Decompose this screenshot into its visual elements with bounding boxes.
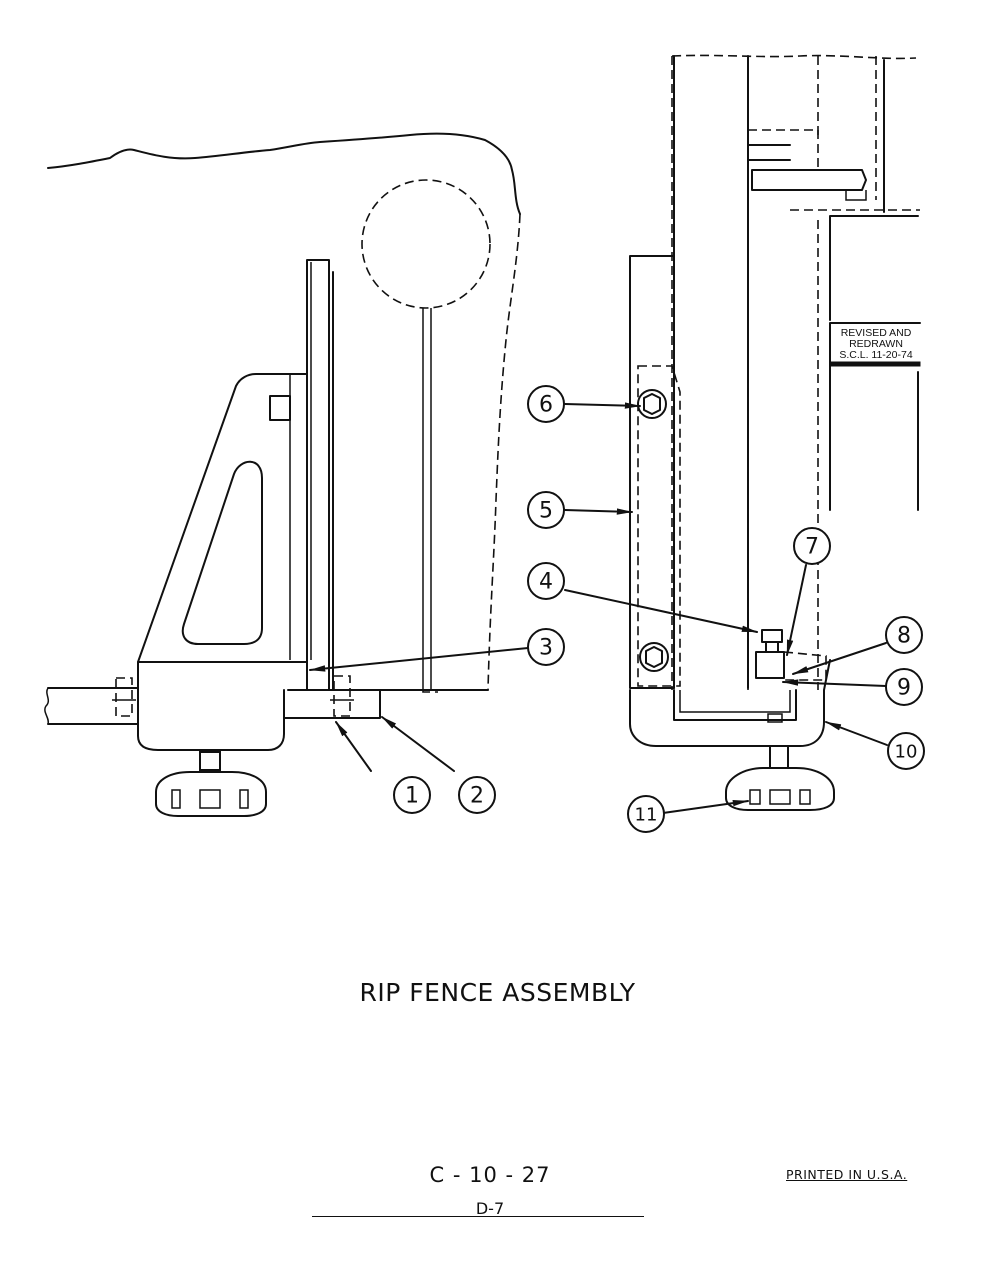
fence-front-plate (629, 255, 675, 689)
knob-stem-right (769, 745, 789, 769)
callout-5-circle (527, 491, 565, 529)
callout-3-label: 3 (539, 636, 553, 661)
clamp-block-hidden (783, 651, 827, 681)
blade-outline (361, 179, 491, 309)
callout-11: 11 (627, 795, 665, 833)
clamp-screw-tip (767, 713, 783, 723)
clamp-inner (679, 690, 791, 713)
bracket-tab (269, 395, 291, 421)
leader-9 (782, 679, 887, 687)
sub-code: D-7 (475, 1199, 505, 1218)
fence-bracket (137, 373, 308, 663)
page-code: C - 10 - 27 (429, 1163, 551, 1187)
leader-7 (786, 564, 807, 656)
right-view: REVISED AND REDRAWN S.C.L. 11-20-74 (629, 54, 921, 811)
screw-1 (333, 675, 351, 717)
screw-4 (761, 629, 783, 653)
callout-4: 4 (527, 562, 565, 600)
stamp-line-3: S.C.L. 11-20-74 (839, 349, 913, 361)
callout-7: 7 (793, 527, 831, 565)
stamp-line-2: REDRAWN (849, 338, 903, 350)
callout-3: 3 (527, 628, 565, 666)
upper-bracket (747, 144, 791, 161)
callout-2-label: 2 (470, 784, 484, 809)
callout-3-circle (527, 628, 565, 666)
upper-block (829, 215, 919, 321)
callout-2-circle (458, 776, 496, 814)
drawing-title: RIP FENCE ASSEMBLY (359, 978, 636, 1007)
knob-grips (171, 789, 249, 809)
leader-8 (792, 642, 887, 675)
callout-8: 8 (885, 616, 923, 654)
fence-plate-hidden (637, 365, 681, 687)
leader-6 (564, 402, 641, 409)
clamp-block (137, 661, 381, 751)
bolt-lower-head (645, 646, 663, 668)
leader-10 (825, 721, 888, 746)
stamp-rule (829, 361, 921, 367)
table-break-line (47, 132, 521, 215)
callout-11-circle (627, 795, 665, 833)
upper-nut (845, 190, 867, 201)
knob-grips-right (749, 789, 811, 805)
knob-body (155, 771, 267, 817)
stamp-line-1: REVISED AND (841, 327, 912, 339)
callout-6-label: 6 (539, 393, 553, 418)
callout-11-label: 11 (635, 805, 658, 826)
fence-plate (306, 259, 330, 691)
blade-stem (422, 308, 432, 690)
leader-4 (564, 589, 758, 633)
callout-8-circle (885, 616, 923, 654)
callout-7-label: 7 (805, 535, 819, 560)
callout-4-label: 4 (539, 570, 553, 595)
knob-body-right (725, 767, 835, 811)
clamp-channel (629, 659, 831, 747)
table-edge (487, 213, 521, 691)
fence-body (332, 271, 489, 691)
callout-10: 10 (887, 732, 925, 770)
callout-7-circle (793, 527, 831, 565)
left-view (44, 132, 521, 817)
leader-5 (564, 508, 633, 515)
callouts: 1 2 3 4 5 6 7 (393, 385, 925, 833)
rail-break (44, 687, 50, 725)
leader-lines (309, 402, 888, 814)
top-break-line (671, 54, 917, 60)
callout-10-label: 10 (895, 742, 918, 763)
callout-6: 6 (527, 385, 565, 423)
callout-9-circle (885, 668, 923, 706)
callout-8-label: 8 (897, 624, 911, 649)
rail-screw (115, 677, 133, 717)
upper-bracket-dash (748, 129, 819, 170)
callout-10-circle (887, 732, 925, 770)
callout-9: 9 (885, 668, 923, 706)
callout-1: 1 (393, 776, 431, 814)
leader-1 (335, 721, 372, 772)
rail (47, 687, 139, 725)
clamp-block-right (755, 651, 785, 679)
bolt-6-head (643, 393, 661, 415)
callout-6-circle (527, 385, 565, 423)
printed-in-usa: PRINTED IN U.S.A. (786, 1167, 908, 1182)
callout-1-circle (393, 776, 431, 814)
knob-stem (199, 751, 221, 771)
stamp-frame (829, 322, 921, 511)
revision-stamp: REVISED AND REDRAWN S.C.L. 11-20-74 (829, 322, 921, 511)
leader-2 (381, 716, 455, 772)
callout-4-circle (527, 562, 565, 600)
callout-5: 5 (527, 491, 565, 529)
footer-rule (312, 1216, 644, 1217)
leader-11 (662, 799, 749, 814)
bracket-slot (181, 460, 263, 645)
callout-9-label: 9 (897, 676, 911, 701)
upper-bar (751, 169, 867, 191)
leader-3 (309, 647, 529, 672)
callout-1-label: 1 (405, 784, 419, 809)
callout-5-label: 5 (539, 499, 553, 524)
callout-2: 2 (458, 776, 496, 814)
